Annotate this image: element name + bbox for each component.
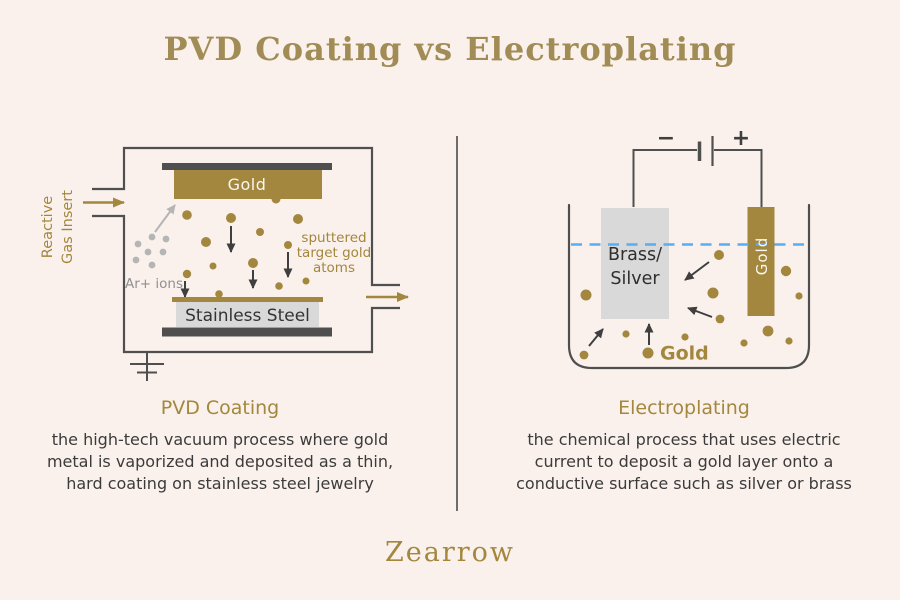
brand-logo: Zearrow <box>384 537 515 568</box>
dot <box>226 213 236 223</box>
electroplating-caption-body: the chemical process that uses electric … <box>516 430 852 493</box>
pvd-caption: PVD Coating the high-tech vacuum process… <box>20 397 420 495</box>
argon-bombard-arrow <box>154 204 176 233</box>
cathode-brass-silver <box>601 208 669 319</box>
dot <box>707 287 719 299</box>
pvd-caption-heading: PVD Coating <box>160 397 280 419</box>
dot <box>162 235 170 243</box>
deposit-arrows <box>180 226 293 298</box>
dot <box>795 292 803 300</box>
dot <box>714 250 724 260</box>
substrate-label: Stainless Steel <box>185 306 310 326</box>
electroplating-diagram: − + Brass/ Silver Gold Gold <box>567 126 811 370</box>
arrow <box>684 261 710 281</box>
dot <box>148 233 156 241</box>
argon-ions-label: Ar+ ions <box>125 276 183 292</box>
dot <box>144 248 152 256</box>
dot <box>293 214 303 224</box>
plus-sign: + <box>732 126 750 151</box>
dot <box>780 265 792 277</box>
dot <box>681 333 689 341</box>
dot <box>182 210 192 220</box>
gold-droplet <box>271 194 281 204</box>
arrow <box>588 328 604 347</box>
dot <box>182 269 192 279</box>
arrow <box>687 306 713 318</box>
minus-sign: − <box>657 126 675 151</box>
dot <box>284 241 292 249</box>
dot <box>132 256 140 264</box>
anode-label: Gold <box>753 237 771 276</box>
circuit-wires <box>632 149 763 207</box>
dot <box>785 337 793 345</box>
bottom-electrode-bar <box>162 327 332 337</box>
dot <box>275 282 283 290</box>
dot <box>580 289 592 301</box>
ion-migration-arrows <box>588 261 713 347</box>
anode-gold <box>747 207 775 316</box>
reactive-gas-label-line2: Gas Insert <box>60 190 76 264</box>
gold-target-block <box>174 170 322 199</box>
sputtered-label-line1: sputtered <box>301 230 366 246</box>
sputtered-label-line2: target gold <box>297 245 372 261</box>
electroplating-caption: Electroplating the chemical process that… <box>484 397 884 495</box>
dot <box>148 261 156 269</box>
vacuum-chamber-outline <box>92 146 400 354</box>
top-electrode-bar <box>162 163 332 170</box>
cathode-label-line1: Brass/ <box>608 245 662 265</box>
cathode-label-line2: Silver <box>610 269 660 289</box>
dot <box>248 258 258 268</box>
dot <box>579 350 589 360</box>
legend-gold-label: Gold <box>660 343 709 365</box>
legend-gold-dot <box>642 347 654 359</box>
pvd-diagram: Reactive Gas Insert Gold Ar+ ions sputte… <box>40 146 409 381</box>
dot <box>201 237 211 247</box>
argon-ion-cluster <box>132 233 170 269</box>
dot <box>256 228 264 236</box>
dot <box>159 248 167 256</box>
sputtered-label-line3: atoms <box>313 260 355 276</box>
dot <box>215 290 223 298</box>
gold-coating-layer <box>172 297 323 302</box>
gold-ions <box>579 250 803 360</box>
dot <box>134 240 142 248</box>
ground-symbol <box>130 352 164 381</box>
sputtered-gold-atoms <box>182 210 310 298</box>
electroplating-caption-heading: Electroplating <box>618 397 750 419</box>
electrolyte-beaker <box>567 203 811 370</box>
dot <box>715 314 725 324</box>
stainless-steel-substrate <box>176 302 319 327</box>
dot <box>740 339 748 347</box>
pvd-caption-body: the high-tech vacuum process where gold … <box>46 430 394 493</box>
dot <box>302 277 310 285</box>
gold-target-label: Gold <box>228 175 267 194</box>
dot <box>622 330 630 338</box>
dot <box>762 325 774 337</box>
page-title: PVD Coating vs Electroplating <box>163 30 737 68</box>
reactive-gas-label-line1: Reactive <box>40 196 56 258</box>
dot <box>209 262 217 270</box>
